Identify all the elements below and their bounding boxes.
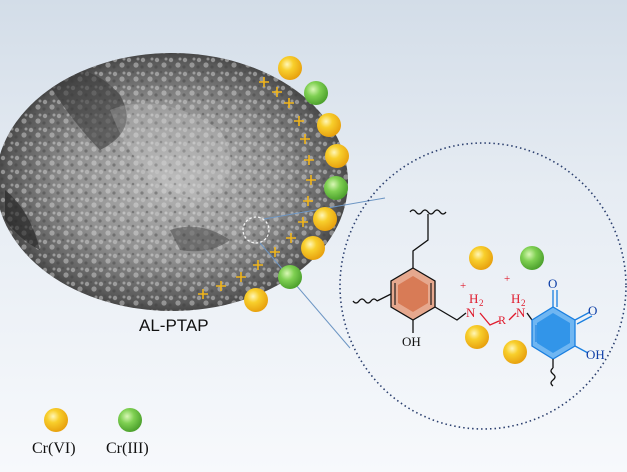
cr3-ion (324, 176, 348, 200)
cr6-ion (244, 288, 268, 312)
zoom-ions (465, 246, 544, 364)
cr6-ion (301, 236, 325, 260)
zoom-circle (339, 142, 627, 430)
cr6-ion (325, 144, 349, 168)
cr6-ion (278, 56, 302, 80)
phenol-ring (390, 267, 436, 321)
cr6-ion (469, 246, 493, 270)
adsorbed-ions (244, 56, 349, 312)
cr3-ion (520, 246, 544, 270)
focus-marker (242, 216, 270, 244)
cr3-ion (278, 265, 302, 289)
cr6-ion (503, 340, 527, 364)
legend-cr6-swatch (44, 408, 68, 432)
cr6-ion (465, 325, 489, 349)
quinone-ring (531, 306, 576, 360)
top-wavy-bond (409, 209, 447, 215)
molecular-structure (352, 209, 593, 387)
cr3-ion (304, 81, 328, 105)
zoom-line-bottom (259, 242, 351, 349)
legend-cr3-swatch (118, 408, 142, 432)
surface-charges (198, 77, 316, 299)
cr6-ion (313, 207, 337, 231)
cr6-ion (317, 113, 341, 137)
